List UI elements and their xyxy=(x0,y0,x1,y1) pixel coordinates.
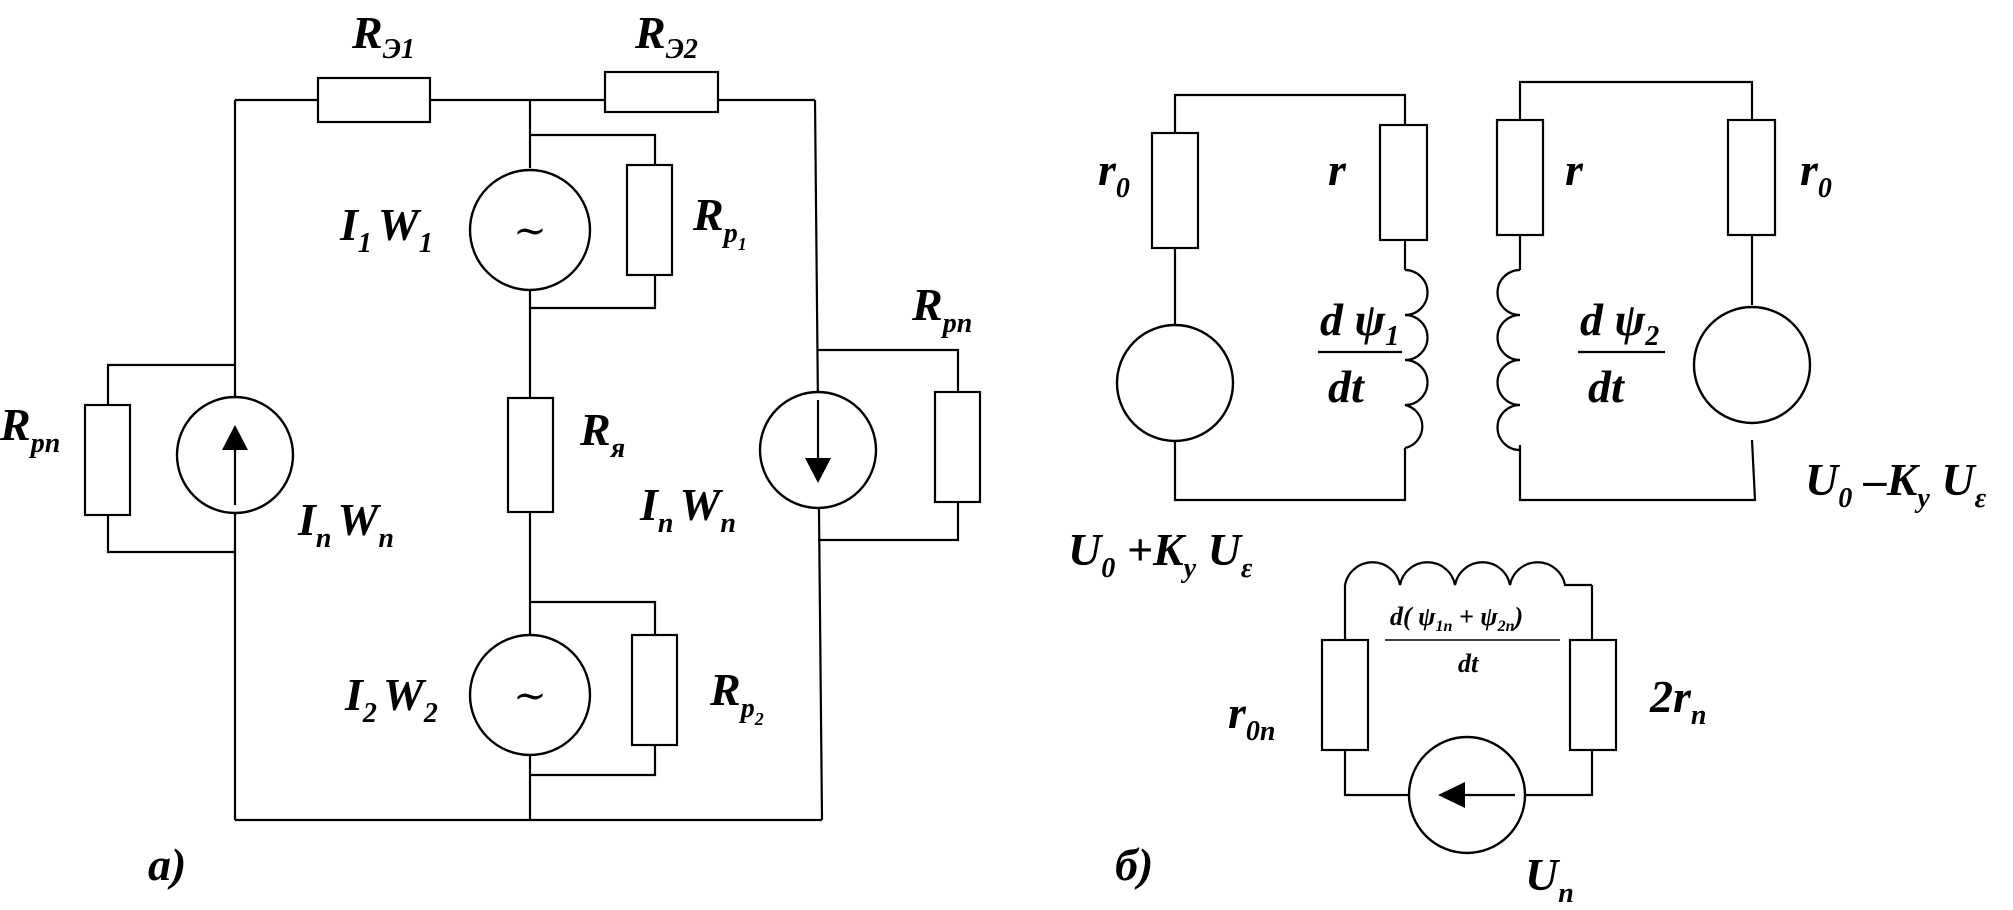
label-re1: RЭ1 xyxy=(351,7,415,65)
label-r0-right: r0 xyxy=(1800,144,1832,204)
label-rp2: Rp2 xyxy=(709,664,764,729)
resistor-rpn-left xyxy=(83,403,132,517)
arrowhead-un-left-icon xyxy=(1438,782,1465,808)
source-i1w1-glyph: ~ xyxy=(513,208,547,254)
label-dsum-num: d( ψ1n + ψ2n) xyxy=(1390,602,1523,635)
coil-psi1 xyxy=(1404,268,1429,450)
label-u-plus: U0 +Ky Uε xyxy=(1068,524,1253,584)
resistor-r0-left xyxy=(1150,131,1200,250)
resistor-r0n xyxy=(1320,638,1370,752)
label-un: Un xyxy=(1525,849,1574,909)
caption-a: а) xyxy=(148,839,186,890)
label-2rn: 2rn xyxy=(1649,671,1706,731)
wire-rp2-loop xyxy=(530,600,657,777)
voltage-source-right xyxy=(1692,305,1812,425)
label-u-minus: U0 –Ky Uε xyxy=(1805,454,1987,514)
label-rp1: Rp1 xyxy=(692,189,747,254)
label-r0n: r0n xyxy=(1228,687,1275,747)
label-dpsi1-den: dt xyxy=(1328,361,1365,412)
source-i2w2-glyph: ~ xyxy=(513,673,547,719)
wire-b-right-loop xyxy=(1518,80,1757,502)
label-dpsi1-num: d ψ1 xyxy=(1320,294,1399,352)
resistor-re2 xyxy=(603,70,720,114)
label-r0-left: r0 xyxy=(1098,144,1130,204)
arrowhead-right-down-icon xyxy=(805,458,831,483)
label-r-right: r xyxy=(1565,144,1584,195)
label-dpsi2-num: d ψ2 xyxy=(1580,294,1659,352)
coil-psi2 xyxy=(1496,268,1521,452)
resistor-2rn xyxy=(1568,638,1618,752)
resistor-rpn-right xyxy=(933,390,982,504)
label-re2: RЭ2 xyxy=(634,7,698,65)
label-dsum-den: dt xyxy=(1458,649,1479,678)
diagram-b: r0 r r r0 d ψ1 dt d ψ2 dt U0 +Ky Uε U0 –… xyxy=(1068,80,1987,909)
caption-b: б) xyxy=(1115,839,1153,890)
source-i2w2 xyxy=(468,633,592,757)
wire-rpn-right-loop xyxy=(818,348,960,542)
wire-rp1-loop xyxy=(530,133,657,310)
resistor-r-left xyxy=(1378,123,1429,242)
wire-b-bottom-loop xyxy=(1343,585,1594,797)
wire-rpn-left-loop xyxy=(106,363,235,554)
resistor-rp1 xyxy=(625,163,674,277)
label-rpn-left: Rpn xyxy=(0,399,60,459)
label-r-left: r xyxy=(1328,144,1347,195)
coil-sum xyxy=(1343,561,1592,587)
resistor-re1 xyxy=(316,76,432,124)
source-i1w1 xyxy=(468,168,592,292)
label-dpsi2-den: dt xyxy=(1588,361,1625,412)
voltage-source-left xyxy=(1115,323,1235,443)
label-rpn-right: Rpn xyxy=(911,279,972,339)
resistor-ry xyxy=(506,396,555,514)
arrowhead-left-up-icon xyxy=(222,425,248,450)
resistor-r-right xyxy=(1495,118,1545,237)
label-ry: Rя xyxy=(579,404,625,464)
wire-b-left-loop xyxy=(1173,93,1407,502)
resistor-rp2 xyxy=(630,633,679,747)
resistor-r0-right xyxy=(1726,118,1777,237)
